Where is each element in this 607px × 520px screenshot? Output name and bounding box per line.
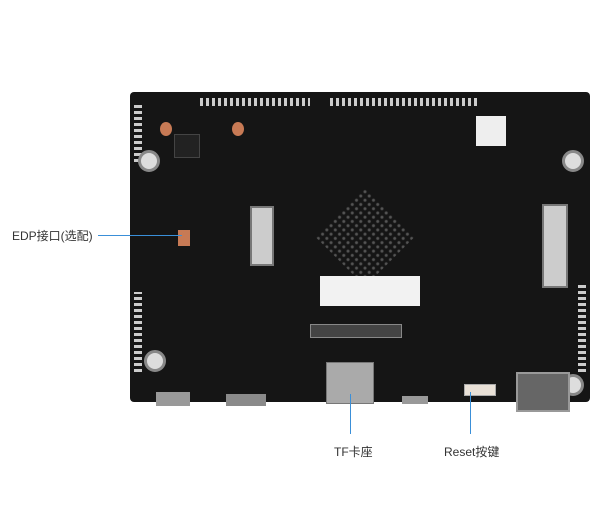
- module-connector: [310, 324, 402, 338]
- edp-connector: [250, 206, 274, 266]
- copper-pad: [160, 122, 172, 136]
- pin-header-top: [200, 98, 310, 106]
- edp-callout-line: [98, 235, 182, 236]
- edp-callout-label: EDP接口(选配): [12, 229, 93, 243]
- qr-sticker: [476, 116, 506, 146]
- mounting-hole: [144, 350, 166, 372]
- tf-callout-line: [350, 394, 351, 434]
- fpc-connector: [542, 204, 568, 288]
- mounting-hole: [562, 150, 584, 172]
- pin-header-right: [578, 282, 586, 372]
- ic-chip: [174, 134, 200, 158]
- reset-callout-line: [470, 392, 471, 434]
- pin-header-top-2: [330, 98, 480, 106]
- mounting-hole: [138, 150, 160, 172]
- tf-callout-label: TF卡座: [334, 445, 373, 459]
- hdmi-port: [226, 394, 266, 406]
- pcb-board: [130, 92, 590, 412]
- edp-pad: [178, 230, 190, 246]
- pin-header-left: [134, 102, 142, 162]
- pin-header-left-2: [134, 292, 142, 372]
- soc-area: [315, 187, 415, 287]
- reset-button[interactable]: [464, 384, 496, 396]
- reset-callout-label: Reset按键: [444, 445, 500, 459]
- serial-sticker: [320, 276, 420, 306]
- copper-pad: [232, 122, 244, 136]
- usb-c-port: [402, 396, 428, 404]
- usb-port: [156, 392, 190, 406]
- ethernet-port: [516, 372, 570, 412]
